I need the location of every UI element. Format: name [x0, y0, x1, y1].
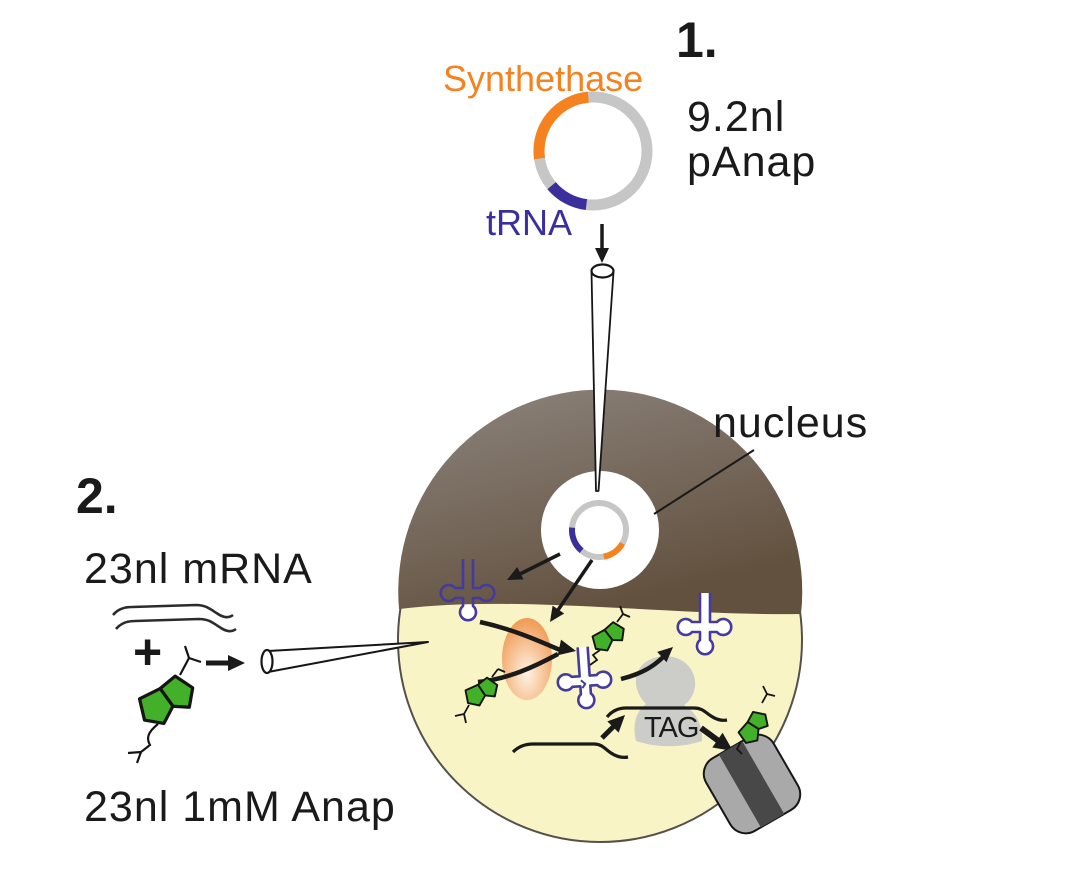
- trna-release-arrow-icon: [620, 641, 678, 682]
- synthetase-label: Synthethase: [443, 58, 643, 99]
- mrna-to-ribosome-arrow-icon: [600, 709, 631, 740]
- nucleus-export-arrow-icon: [503, 552, 561, 587]
- nucleus-pointer-line: [653, 449, 755, 515]
- injection-micropipette-icon: [590, 263, 615, 492]
- step1-volume-label: 9.2nl: [687, 93, 785, 141]
- trna-label: tRNA: [486, 202, 572, 243]
- oocyte-nucleus: [541, 471, 659, 589]
- anap-molecule-icon: [454, 668, 506, 724]
- nucleus-to-cytoplasm-arrow-icon: [544, 559, 594, 626]
- synthetase-gene-arc: [533, 91, 589, 160]
- step1-plasmid-name: pAnap: [687, 138, 816, 186]
- cytoplasm-micropipette-icon: [260, 641, 429, 675]
- plus-sign: +: [133, 624, 162, 680]
- anap-on-trna-icon: [589, 605, 631, 666]
- step2-number: 2.: [76, 468, 118, 524]
- plasmid-map: [533, 91, 653, 211]
- anap-amount-label: 23nl 1mM Anap: [84, 783, 396, 831]
- mrna-strands-icon: [112, 603, 237, 633]
- trna-gene-arc: [547, 181, 588, 211]
- protein-channel-icon: [702, 733, 802, 835]
- mrna-amount-label: 23nl mRNA: [84, 545, 313, 593]
- translation-product-arrow-icon: [699, 725, 739, 759]
- plasmid-to-pipette-arrow-icon: [595, 224, 609, 263]
- mix-to-pipette-arrow-icon: [206, 655, 245, 671]
- synthetase-enzyme-blob: [502, 618, 552, 700]
- tag-codon-label: TAG: [644, 712, 698, 744]
- nuclear-plasmid-icon: [569, 500, 629, 560]
- anap-molecule-large-icon: [127, 645, 202, 764]
- nucleus-label: nucleus: [713, 399, 868, 447]
- charged-trna-icon: [554, 643, 615, 712]
- trna-icon: [439, 557, 496, 622]
- ribosome-silhouette-blob: [634, 656, 703, 747]
- mrna-strand-cytoplasm: [511, 742, 629, 759]
- mrna-strand-tag: [605, 706, 728, 722]
- step1-number: 1.: [676, 12, 718, 68]
- anap-in-protein-icon: [732, 685, 776, 755]
